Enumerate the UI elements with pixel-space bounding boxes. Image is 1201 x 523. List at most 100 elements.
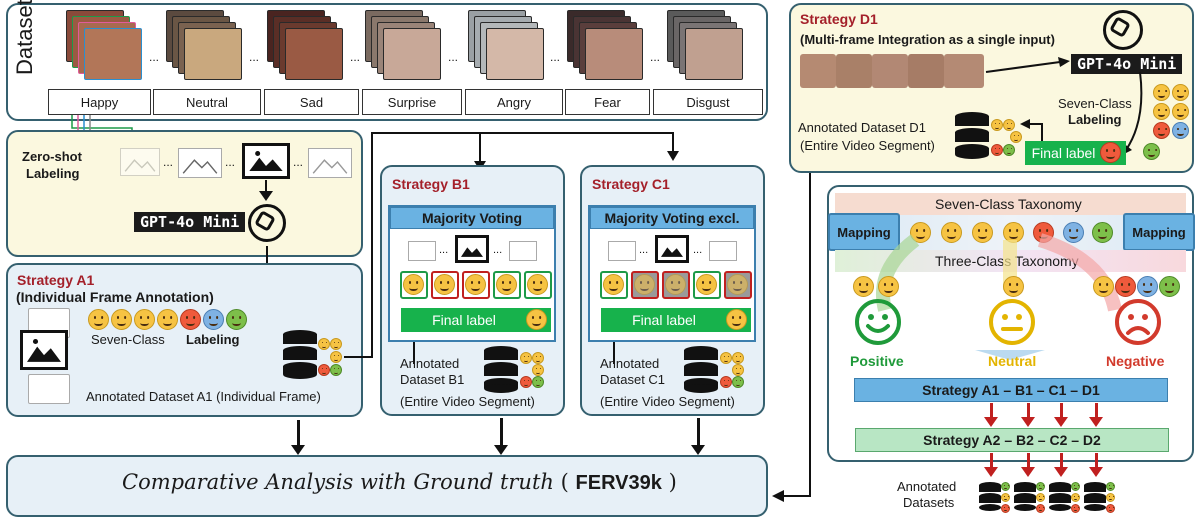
ellipsis: ...: [550, 50, 561, 64]
emoji-icon: [1010, 131, 1022, 143]
database-icon: [283, 330, 317, 380]
video-frame: [872, 54, 908, 88]
c1-annotated-l1: Annotated: [600, 356, 660, 371]
emoji-neutral-icon: [665, 274, 686, 295]
database-icon: [684, 346, 718, 394]
emoji-neutral-icon: [634, 274, 655, 295]
top-to-c1-connector: [480, 132, 679, 161]
ellipsis: ...: [650, 50, 661, 64]
mapping-left: Mapping: [828, 213, 900, 251]
emoji-happy-icon: [910, 222, 931, 243]
d1-seven-class: Seven-Class: [1058, 96, 1132, 111]
c1-annotated-l2: Dataset C1: [600, 372, 666, 387]
seven-class-taxonomy-label: Seven-Class Taxonomy: [935, 196, 1082, 212]
emoji-disgust-icon: [1159, 276, 1180, 297]
emoji-neutral-icon: [727, 274, 748, 295]
emoji-neutral-icon: [1036, 493, 1045, 502]
emoji-icon: [991, 144, 1003, 156]
arrow-down: [259, 180, 273, 201]
emoji-fear-icon: [1172, 122, 1189, 139]
database-icon: [1084, 482, 1110, 512]
image-icon: [242, 143, 290, 179]
comparative-text: Comparative Analysis with Ground truth: [122, 470, 554, 494]
emoji-happy-icon: [853, 276, 874, 297]
emoji-positive-icon: [1001, 482, 1010, 491]
emoji-neutral-icon: [1071, 493, 1080, 502]
a1-annotated-label: Annotated Dataset A1 (Individual Frame): [86, 389, 321, 404]
emoji-icon: [520, 376, 532, 388]
emoji-icon: [532, 352, 544, 364]
emoji-icon: [330, 364, 342, 376]
emoji-frame: [600, 271, 628, 299]
emoji-sad-icon: [134, 309, 155, 330]
ellipsis: ...: [639, 244, 649, 256]
strategy-a1-title: Strategy A1: [17, 272, 95, 288]
emoji-icon: [330, 338, 342, 350]
emoji-icon: [318, 338, 330, 350]
ellipsis: ...: [149, 50, 160, 64]
emoji-neutral-icon: [1001, 493, 1010, 502]
emoji-happy-icon: [603, 274, 624, 295]
emoji-happy-icon: [403, 274, 424, 295]
emoji-surprise-icon: [878, 276, 899, 297]
emoji-icon: [1003, 144, 1015, 156]
b1-annotated-l3: (Entire Video Segment): [400, 394, 535, 409]
image-icon: [655, 235, 689, 263]
ellipsis: ...: [448, 50, 459, 64]
d1-annotated-l1: Annotated Dataset D1: [798, 120, 926, 135]
emoji-icon: [732, 376, 744, 388]
emoji-positive-icon: [1036, 482, 1045, 491]
ellipsis: ...: [350, 50, 361, 64]
database-icon: [484, 346, 518, 394]
dataset-panel: Dataset: [6, 0, 768, 121]
comparative-analysis-text: Comparative Analysis with Ground truth (…: [122, 470, 677, 495]
gpt-4o-mini-label: GPT-4o Mini: [134, 212, 246, 232]
ellipsis: ...: [249, 50, 260, 64]
strategy-c1-title: Strategy C1: [592, 176, 670, 192]
class-label-disgust: Disgust: [653, 89, 763, 115]
emoji-icon: [1003, 119, 1015, 131]
emoji-frame: [693, 271, 721, 299]
arrow-down: [691, 418, 705, 455]
image-icon: [455, 235, 489, 263]
b1-down-line: [413, 342, 415, 364]
database-icon: [955, 112, 989, 160]
database-icon: [1014, 482, 1040, 512]
video-frame: [800, 54, 836, 88]
c1-down-line: [613, 342, 615, 364]
d1-frames-to-gpt-arrow: [985, 57, 1070, 73]
emoji-happy-icon: [696, 274, 717, 295]
d1-final-label-text: Final label: [1031, 145, 1096, 161]
positive-label: Positive: [850, 353, 904, 369]
emoji-frame: [462, 271, 490, 299]
paren-close: ): [668, 470, 677, 494]
mapping-right: Mapping: [1123, 213, 1195, 251]
emoji-negative-icon: [1001, 504, 1010, 513]
datasets-to-comparative-arrow: [772, 170, 811, 502]
b1-final-label-text: Final label: [432, 312, 496, 328]
image-icon: [608, 241, 636, 261]
emoji-disgust-icon: [1143, 143, 1160, 160]
emoji-happy-icon: [88, 309, 109, 330]
class-label-fear: Fear: [565, 89, 650, 115]
emoji-sad-icon: [972, 222, 993, 243]
emoji-angry-icon: [1153, 122, 1170, 139]
image-icon: [709, 241, 737, 261]
arrow-down: [1089, 453, 1103, 477]
class-label-surprise: Surprise: [362, 89, 462, 115]
c1-annotated-l3: (Entire Video Segment): [600, 394, 735, 409]
class-label-neutral: Neutral: [153, 89, 261, 115]
arrow-down: [1054, 403, 1068, 427]
emoji-frame: [524, 271, 552, 299]
database-icon: [979, 482, 1005, 512]
emoji-happy-icon: [496, 274, 517, 295]
emoji-happy-icon: [726, 309, 747, 330]
emoji-frame: [400, 271, 428, 299]
video-frame: [944, 54, 984, 88]
emoji-fear-icon: [1137, 276, 1158, 297]
ellipsis: ...: [293, 155, 304, 169]
emoji-fear-icon: [1063, 222, 1084, 243]
ellipsis: ...: [493, 244, 503, 256]
emoji-negative-icon: [1071, 504, 1080, 513]
positive-face-icon: [855, 299, 901, 345]
